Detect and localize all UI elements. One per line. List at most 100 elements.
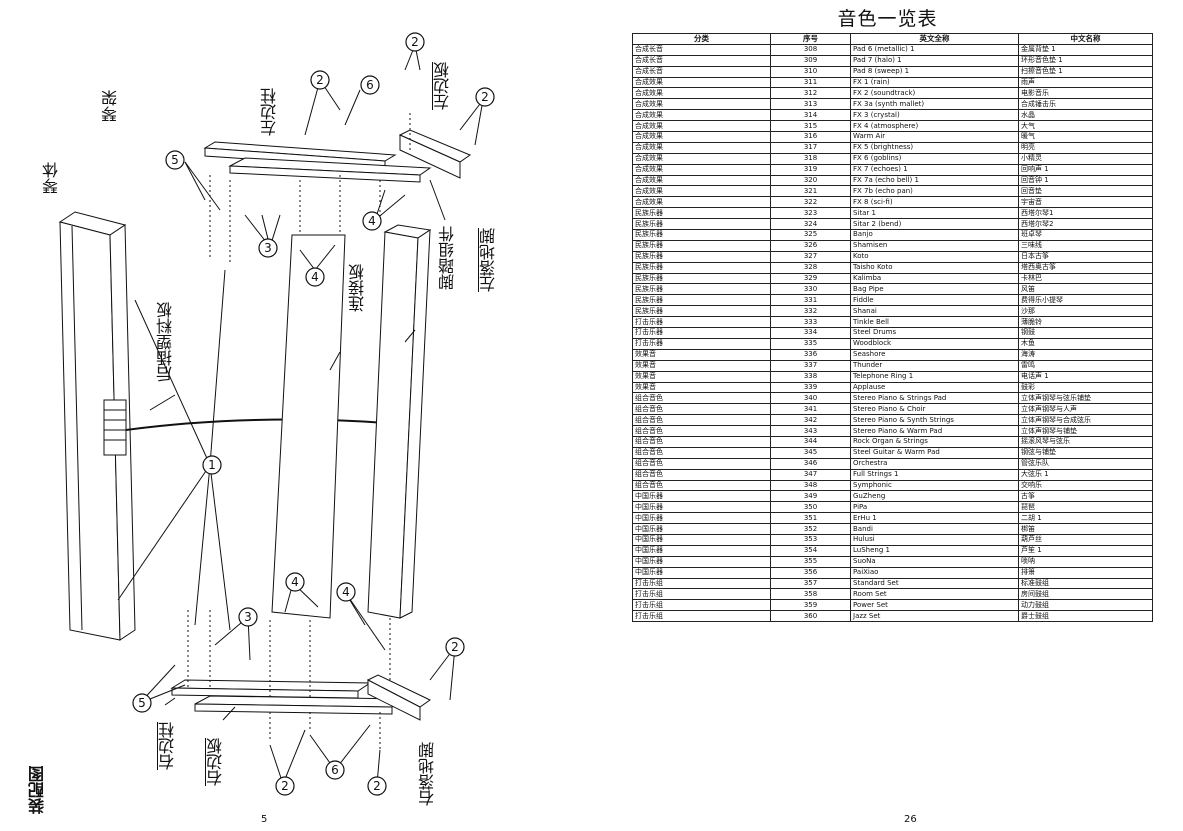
cell-chinese-name: 小精灵: [1018, 152, 1153, 165]
svg-text:2: 2: [316, 73, 324, 87]
cell-english-name: PaiXiao: [850, 566, 1019, 579]
label-right-foot: 右落地脚: [418, 742, 437, 806]
cell-english-name: Rock Organ & Strings: [850, 435, 1019, 448]
cell-english-name: Shamisen: [850, 239, 1019, 252]
cell-english-name: Bandi: [850, 523, 1019, 535]
assembly-guide-lines: [187, 110, 411, 750]
cell-category: 打击乐器: [632, 337, 771, 350]
cell-chinese-name: 交响乐: [1018, 479, 1153, 492]
cell-category: 效果音: [632, 381, 771, 394]
cell-chinese-name: 标准鼓组: [1018, 577, 1153, 590]
cell-category: 合成效果: [632, 185, 771, 198]
cell-category: 合成效果: [632, 120, 771, 133]
cell-category: 中国乐器: [632, 490, 771, 503]
cell-category: 合成长音: [632, 65, 771, 78]
cell-english-name: Stereo Piano & Strings Pad: [850, 392, 1019, 405]
cell-number: 323: [770, 207, 851, 220]
cell-number: 339: [770, 381, 851, 394]
svg-text:6: 6: [366, 78, 374, 92]
cell-number: 338: [770, 370, 851, 383]
cell-category: 组合音色: [632, 392, 771, 405]
cell-chinese-name: 回音钟 1: [1018, 174, 1153, 187]
cell-english-name: FX 3 (crystal): [850, 109, 1019, 122]
header-chinese-name: 中文名称: [1018, 33, 1153, 45]
cell-number: 319: [770, 163, 851, 176]
cell-english-name: Fiddle: [850, 294, 1019, 307]
label-back-plastic-panel: 后插塑料板: [156, 302, 175, 382]
cell-number: 312: [770, 87, 851, 100]
cell-number: 322: [770, 196, 851, 209]
cell-category: 民族乐器: [632, 272, 771, 285]
cell-chinese-name: 班卓琴: [1018, 229, 1153, 241]
cell-chinese-name: 古筝: [1018, 490, 1153, 503]
right-foot-drawing: [366, 674, 431, 721]
cell-category: 民族乐器: [632, 207, 771, 220]
svg-text:2: 2: [451, 640, 459, 654]
cell-english-name: FX 5 (brightness): [850, 141, 1019, 154]
cell-chinese-name: 木鱼: [1018, 337, 1153, 350]
cell-chinese-name: 环形音色垫 1: [1018, 54, 1153, 67]
cell-category: 民族乐器: [632, 261, 771, 274]
cell-number: 334: [770, 327, 851, 339]
connecting-board-drawing: [271, 234, 346, 619]
header-number: 序号: [770, 33, 851, 45]
cell-number: 333: [770, 316, 851, 329]
cell-english-name: GuZheng: [850, 490, 1019, 503]
cell-category: 民族乐器: [632, 218, 771, 231]
svg-text:5: 5: [138, 696, 146, 710]
cell-chinese-name: 立体声钢琴与弦乐铺垫: [1018, 392, 1153, 405]
cell-chinese-name: 电影音乐: [1018, 87, 1153, 100]
cell-number: 330: [770, 283, 851, 296]
cell-english-name: Bag Pipe: [850, 283, 1019, 296]
left-page-title: 装配图: [28, 766, 47, 814]
cell-category: 中国乐器: [632, 555, 771, 568]
cell-number: 318: [770, 152, 851, 165]
cell-chinese-name: 梆笛: [1018, 523, 1153, 535]
cell-number: 346: [770, 457, 851, 470]
cell-number: 331: [770, 294, 851, 307]
cell-english-name: Power Set: [850, 599, 1019, 612]
cell-chinese-name: 立体声钢琴与人声: [1018, 403, 1153, 416]
cell-chinese-name: 钢鼓: [1018, 327, 1153, 339]
cell-number: 326: [770, 239, 851, 252]
cell-chinese-name: 沙那: [1018, 305, 1153, 318]
label-right-board: 右边板: [205, 738, 225, 786]
cell-chinese-name: 扫擦音色垫 1: [1018, 65, 1153, 78]
cell-number: 308: [770, 43, 851, 56]
cell-english-name: Applause: [850, 381, 1019, 394]
cell-number: 324: [770, 218, 851, 231]
right-board-drawing: [194, 695, 407, 715]
callout-circles: [132, 32, 495, 796]
cell-category: 组合音色: [632, 457, 771, 470]
cell-english-name: Warm Air: [850, 131, 1019, 143]
cell-number: 360: [770, 610, 851, 623]
cell-number: 344: [770, 435, 851, 448]
cell-category: 中国乐器: [632, 544, 771, 557]
cell-number: 345: [770, 446, 851, 459]
cell-category: 合成长音: [632, 54, 771, 67]
cell-category: 中国乐器: [632, 533, 771, 546]
cell-english-name: Tinkle Bell: [850, 316, 1019, 329]
right-post-drawing: [170, 679, 372, 699]
